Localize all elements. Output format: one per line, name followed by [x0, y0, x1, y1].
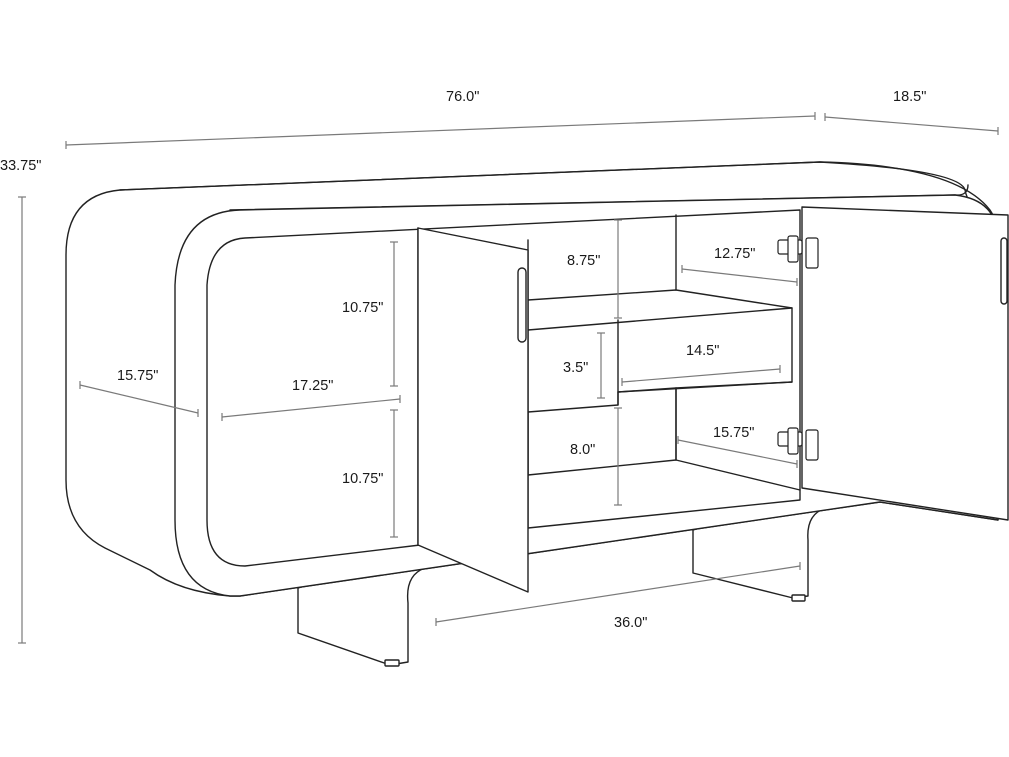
overall-width-label: 76.0": [446, 89, 479, 105]
right-upper-depth-label: 12.75": [714, 246, 755, 262]
cabinet-body: [65, 161, 999, 597]
lower-hinge: [777, 427, 819, 461]
left-lower-height-label: 10.75": [342, 471, 383, 487]
center-top-opening-label: 8.75": [567, 253, 600, 269]
left-cabinet-width-label: 17.25": [292, 378, 333, 394]
right-leg: [692, 501, 827, 602]
upper-hinge: [777, 235, 819, 269]
right-door: [801, 206, 1009, 521]
overall-height-label: 33.75": [0, 158, 41, 174]
drawer-height-label: 3.5": [563, 360, 588, 376]
right-lower-depth-label: 15.75": [713, 425, 754, 441]
drawer-width-label: 14.5": [686, 343, 719, 359]
base-width-label: 36.0": [614, 615, 647, 631]
overall-depth-label: 18.5": [893, 89, 926, 105]
center-bottom-opening-label: 8.0": [570, 442, 595, 458]
dimension-lines: [18, 112, 999, 644]
side-depth-label: 15.75": [117, 368, 158, 384]
left-door: [417, 227, 529, 593]
left-upper-height-label: 10.75": [342, 300, 383, 316]
